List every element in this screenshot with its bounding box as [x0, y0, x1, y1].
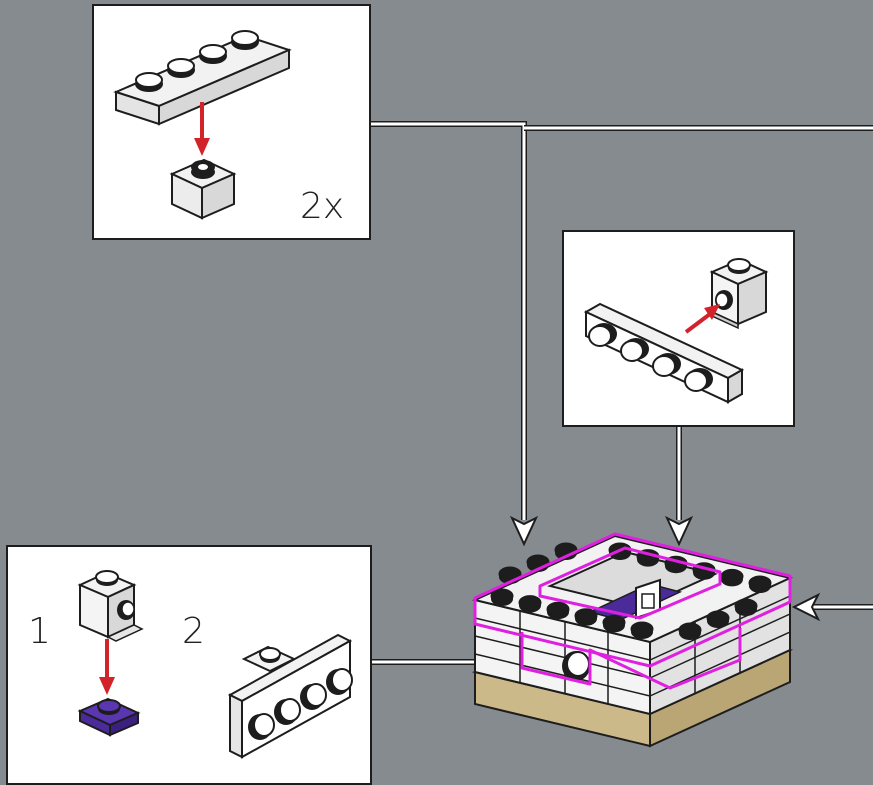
substep-panel-top: 2x: [92, 4, 371, 240]
stud-icon: [678, 622, 702, 638]
step-one-label: 1: [28, 611, 51, 652]
substep-panel-bottom: 1 2: [6, 545, 372, 785]
stud-icon: [518, 595, 542, 611]
multiplier-label: 2x: [300, 186, 345, 227]
plate-1x4-icon: [227, 633, 353, 759]
connector-top-panel: [370, 121, 873, 547]
stud-icon: [546, 601, 570, 617]
plate-1x4-icon: [583, 302, 745, 404]
assembly-arrow-icon: [99, 639, 115, 695]
stud-icon: [734, 598, 758, 614]
bracket-brick-icon: [77, 570, 144, 642]
stud-icon: [748, 575, 772, 591]
substep-panel-middle: [562, 230, 795, 427]
step-two-label: 2: [182, 611, 205, 652]
connector-middle-panel: [664, 425, 694, 547]
assembled-model-icon: [471, 532, 794, 748]
plate-1x4-icon: [113, 30, 292, 126]
assembly-arrow-icon: [194, 102, 210, 156]
assembly-arrow-icon: [684, 304, 720, 334]
purple-plate-icon: [77, 697, 141, 737]
stud-icon: [602, 614, 626, 630]
bracket-brick-icon: [709, 258, 769, 330]
stud-icon: [706, 610, 730, 626]
brick-1x1-icon: [169, 158, 237, 220]
stud-icon: [720, 568, 744, 584]
stud-icon: [574, 608, 598, 624]
stud-icon: [490, 588, 514, 604]
stud-icon: [630, 621, 654, 637]
connector-right-arrow: [791, 592, 873, 622]
